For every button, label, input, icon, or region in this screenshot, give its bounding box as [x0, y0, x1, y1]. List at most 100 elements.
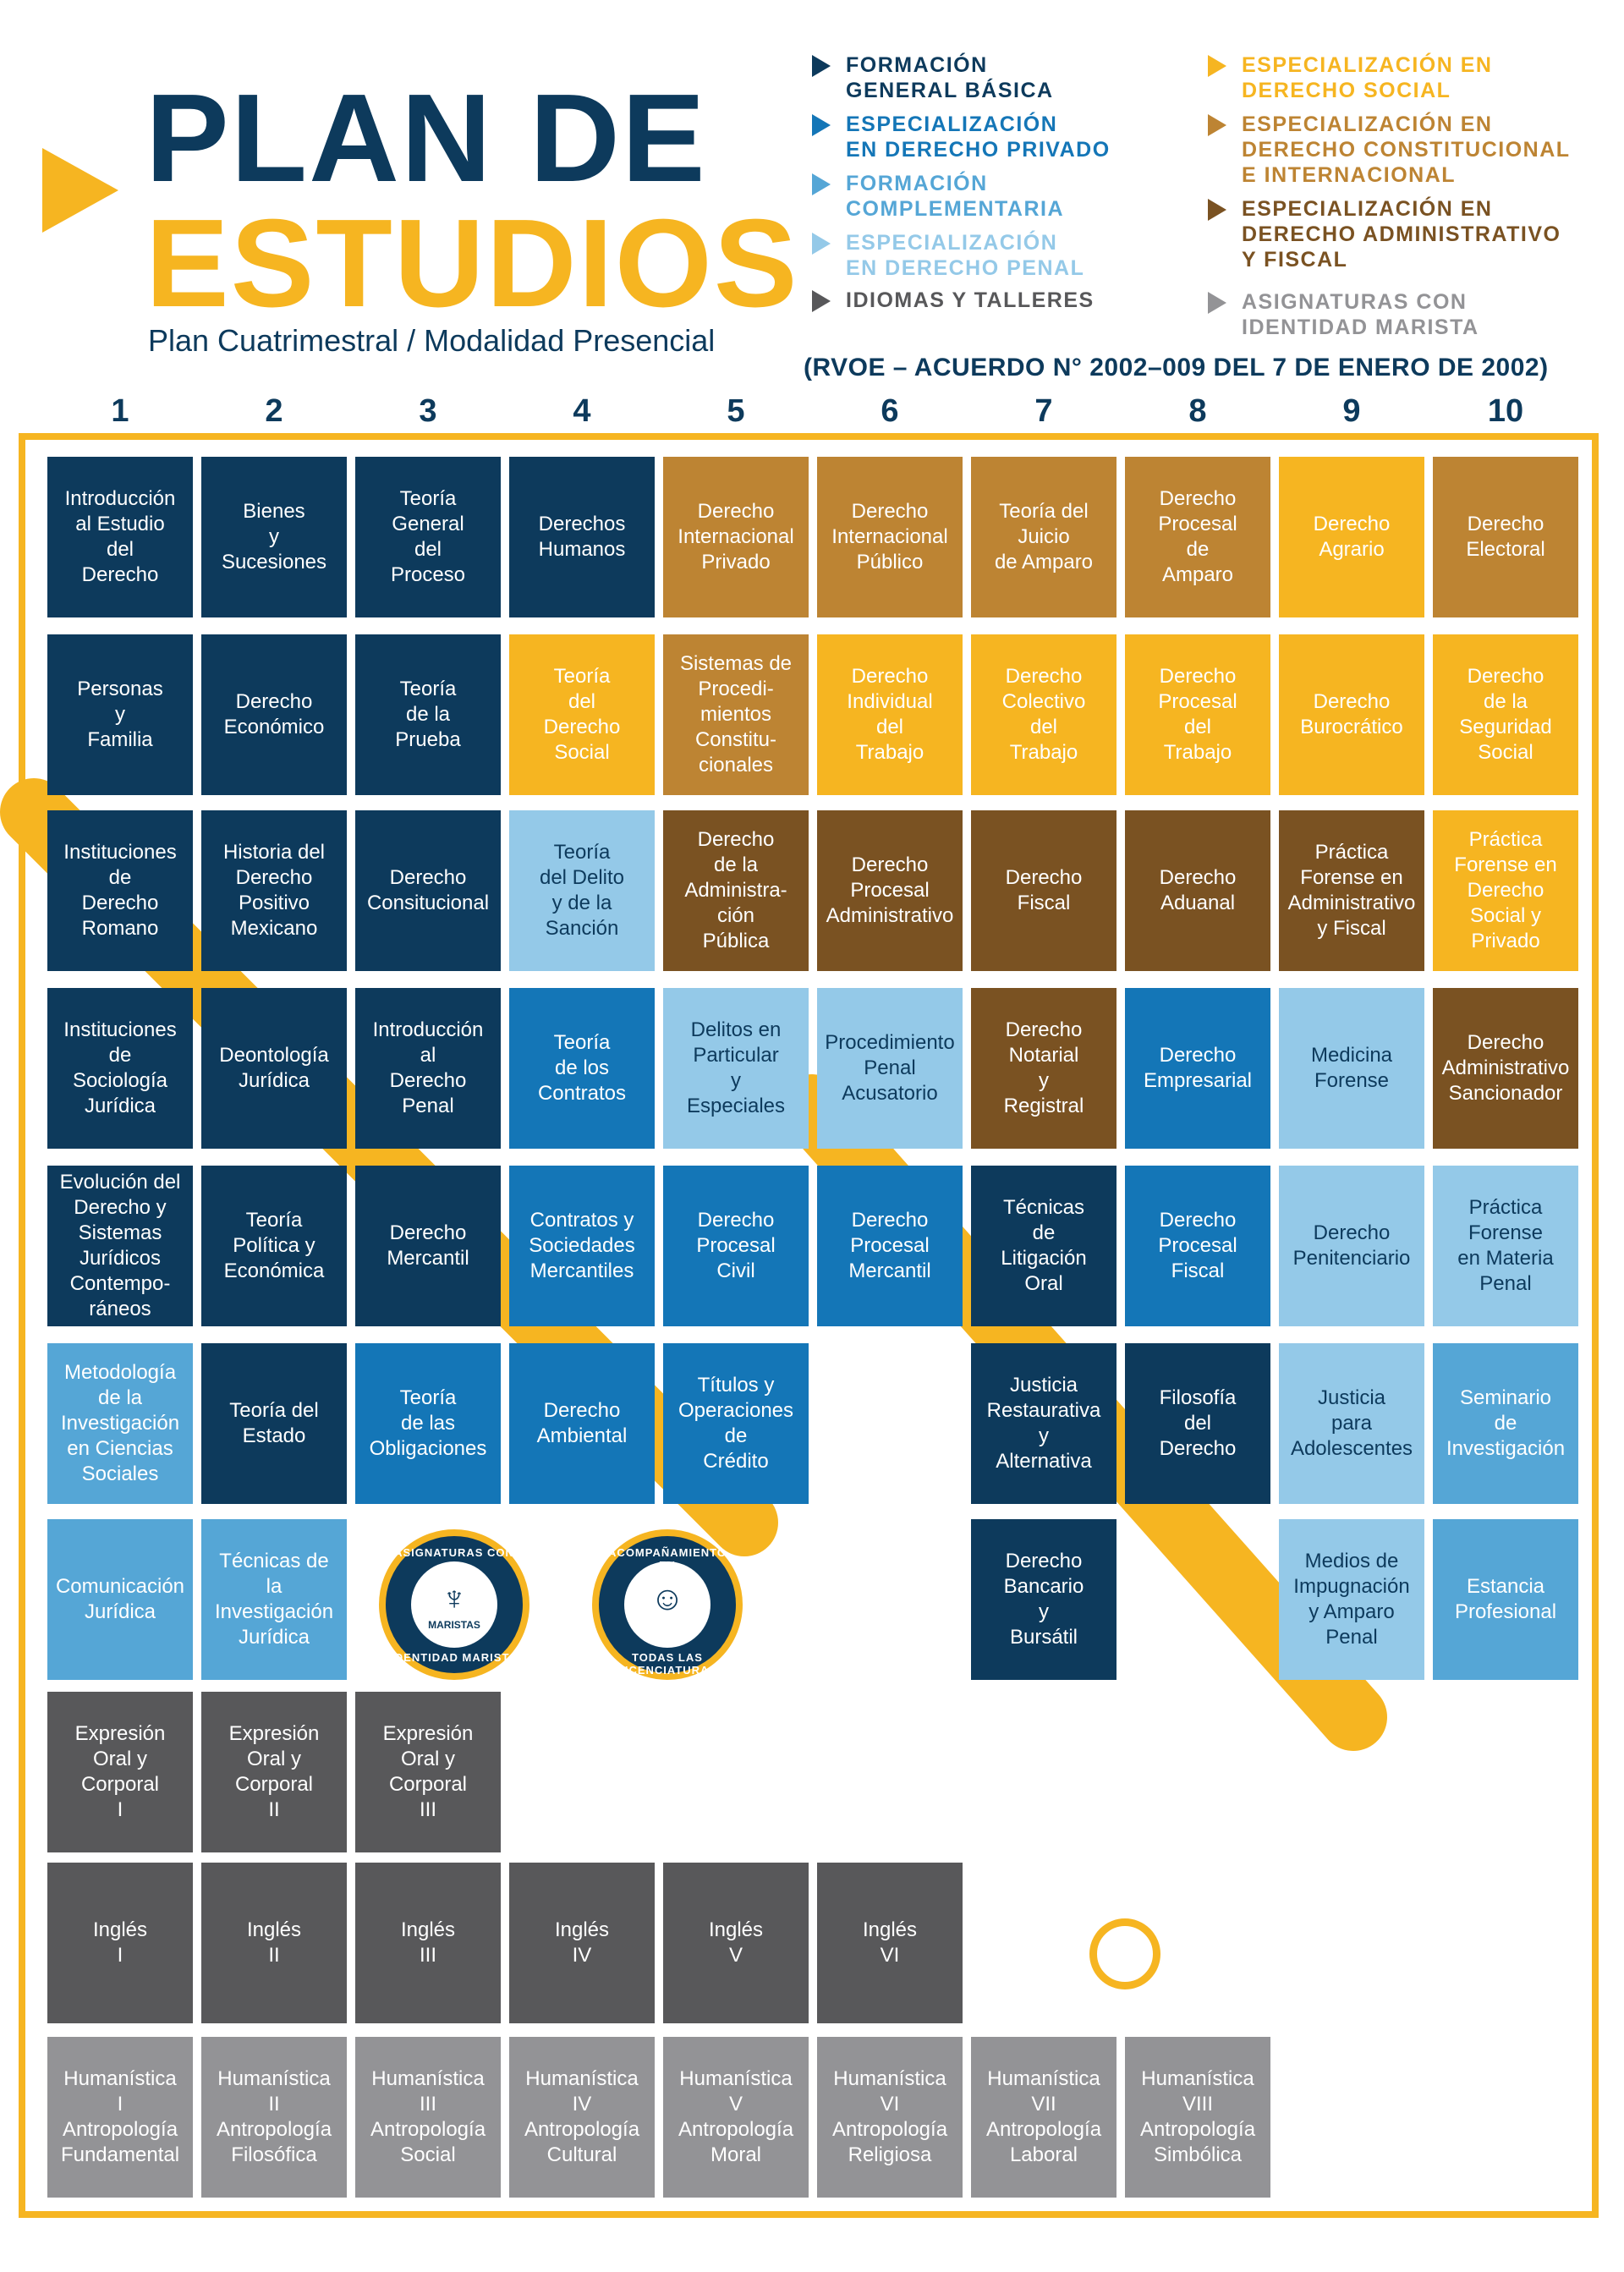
plan-frame: [19, 433, 1599, 2218]
course-cell: Justicia para Adolescentes: [1279, 1343, 1424, 1504]
legend-triangle-icon: [812, 290, 831, 312]
course-cell: Técnicas de Litigación Oral: [971, 1166, 1116, 1326]
course-cell: Teoría de las Obligaciones: [355, 1343, 501, 1504]
legend-label: FORMACIÓN COMPLEMENTARIA: [846, 172, 1065, 221]
course-cell: Derecho Consitucional: [355, 810, 501, 971]
course-cell: Historia del Derecho Positivo Mexicano: [201, 810, 347, 971]
course-cell: Derecho Procesal Mercantil: [817, 1166, 963, 1326]
badge-text-bottom: TODAS LAS LICENCIATURAS: [617, 1651, 718, 1677]
course-cell: Derecho Ambiental: [509, 1343, 655, 1504]
course-cell: Derecho Internacional Público: [817, 457, 963, 617]
legend-item: FORMACIÓN GENERAL BÁSICA: [812, 52, 1054, 103]
badge-text-bottom: IDENTIDAD MARISTA: [391, 1651, 518, 1664]
legend-triangle-icon: [812, 233, 831, 255]
course-cell: Títulos y Operaciones de Crédito: [663, 1343, 809, 1504]
badge-text-top: ASIGNATURAS CON: [394, 1546, 514, 1559]
course-cell: Metodología de la Investigación en Cienc…: [47, 1343, 193, 1504]
course-cell: Teoría del Estado: [201, 1343, 347, 1504]
course-cell: Teoría de la Prueba: [355, 634, 501, 795]
course-cell: Sistemas de Procedi- mientos Constitu- c…: [663, 634, 809, 795]
legend-item: ESPECIALIZACIÓN EN DERECHO CONSTITUCIONA…: [1208, 112, 1571, 188]
semester-number: 10: [1487, 393, 1524, 429]
page-title-line2: ESTUDIOS: [145, 194, 799, 333]
course-cell: Teoría General del Proceso: [355, 457, 501, 617]
course-cell: Humanística VII Antropología Laboral: [971, 2037, 1116, 2198]
course-cell: Personas y Familia: [47, 634, 193, 795]
title-arrow-icon: [42, 148, 118, 233]
page-title-line1: PLAN DE: [145, 69, 707, 208]
course-cell: Humanística IV Antropología Cultural: [509, 2037, 655, 2198]
course-cell: Inglés V: [663, 1863, 809, 2023]
legend-item: IDIOMAS Y TALLERES: [812, 288, 1095, 313]
course-cell: Evolución del Derecho y Sistemas Jurídic…: [47, 1166, 193, 1326]
legend-label: ESPECIALIZACIÓN EN DERECHO PENAL: [846, 231, 1085, 280]
legend-triangle-icon: [812, 173, 831, 195]
legend-label: ESPECIALIZACIÓN EN DERECHO PRIVADO: [846, 113, 1111, 162]
badge-brand: MARISTAS: [428, 1619, 480, 1631]
course-cell: Derecho Agrario: [1279, 457, 1424, 617]
marist-logo-icon: ♆: [442, 1580, 467, 1617]
course-cell: Derecho Colectivo del Trabajo: [971, 634, 1116, 795]
legend-label: ESPECIALIZACIÓN EN DERECHO CONSTITUCIONA…: [1242, 113, 1571, 187]
legend-triangle-icon: [1208, 114, 1226, 136]
course-cell: Derecho Procesal del Trabajo: [1125, 634, 1270, 795]
semester-number: 6: [881, 393, 899, 429]
badge-emblem: ☺: [624, 1561, 710, 1648]
course-cell: Técnicas de la Investigación Jurídica: [201, 1519, 347, 1680]
course-cell: Teoría del Derecho Social: [509, 634, 655, 795]
semester-number: 2: [265, 393, 283, 429]
semester-number: 9: [1342, 393, 1361, 429]
legend-label: ASIGNATURAS CON IDENTIDAD MARISTA: [1242, 290, 1479, 339]
course-cell: Teoría del Delito y de la Sanción: [509, 810, 655, 971]
course-cell: Derecho Empresarial: [1125, 988, 1270, 1149]
course-cell: Derecho Aduanal: [1125, 810, 1270, 971]
course-cell: Humanística III Antropología Social: [355, 2037, 501, 2198]
course-cell: Teoría Política y Económica: [201, 1166, 347, 1326]
course-cell: Derecho Electoral: [1433, 457, 1578, 617]
legend-label: IDIOMAS Y TALLERES: [846, 288, 1095, 312]
legend-label: ESPECIALIZACIÓN EN DERECHO SOCIAL: [1242, 53, 1493, 102]
mascot-icon: ☺: [650, 1580, 685, 1617]
course-cell: Derecho Notarial y Registral: [971, 988, 1116, 1149]
legend-triangle-icon: [1208, 292, 1226, 314]
legend-triangle-icon: [1208, 55, 1226, 77]
legend-item: ESPECIALIZACIÓN EN DERECHO PRIVADO: [812, 112, 1111, 162]
course-cell: Inglés III: [355, 1863, 501, 2023]
legend-triangle-icon: [812, 114, 831, 136]
course-cell: Contratos y Sociedades Mercantiles: [509, 1166, 655, 1326]
course-cell: Medicina Forense: [1279, 988, 1424, 1149]
course-cell: Expresión Oral y Corporal I: [47, 1692, 193, 1852]
course-cell: Estancia Profesional: [1433, 1519, 1578, 1680]
course-cell: Derecho Penitenciario: [1279, 1166, 1424, 1326]
course-cell: Derechos Humanos: [509, 457, 655, 617]
course-cell: Derecho Individual del Trabajo: [817, 634, 963, 795]
legend-item: ESPECIALIZACIÓN EN DERECHO ADMINISTRATIV…: [1208, 196, 1561, 272]
legend-label: FORMACIÓN GENERAL BÁSICA: [846, 53, 1054, 102]
course-cell: Inglés I: [47, 1863, 193, 2023]
course-cell: Expresión Oral y Corporal II: [201, 1692, 347, 1852]
legend-item: FORMACIÓN COMPLEMENTARIA: [812, 171, 1064, 222]
course-cell: Introducción al Estudio del Derecho: [47, 457, 193, 617]
course-cell: Derecho Procesal Administrativo: [817, 810, 963, 971]
course-cell: Humanística II Antropología Filosófica: [201, 2037, 347, 2198]
semester-number: 5: [727, 393, 745, 429]
course-cell: Expresión Oral y Corporal III: [355, 1692, 501, 1852]
course-cell: Humanística VI Antropología Religiosa: [817, 2037, 963, 2198]
course-cell: Bienes y Sucesiones: [201, 457, 347, 617]
course-cell: Justicia Restaurativa y Alternativa: [971, 1343, 1116, 1504]
course-cell: Instituciones de Sociología Jurídica: [47, 988, 193, 1149]
page-subtitle: Plan Cuatrimestral / Modalidad Presencia…: [148, 323, 716, 358]
course-cell: Derecho Mercantil: [355, 1166, 501, 1326]
course-cell: Derecho Internacional Privado: [663, 457, 809, 617]
course-cell: Derecho Burocrático: [1279, 634, 1424, 795]
course-cell: Deontología Jurídica: [201, 988, 347, 1149]
course-cell: Humanística I Antropología Fundamental: [47, 2037, 193, 2198]
course-cell: Inglés VI: [817, 1863, 963, 2023]
course-cell: Inglés II: [201, 1863, 347, 2023]
course-cell: Teoría de los Contratos: [509, 988, 655, 1149]
legend-item: ESPECIALIZACIÓN EN DERECHO PENAL: [812, 230, 1084, 281]
legend-item: ASIGNATURAS CON IDENTIDAD MARISTA: [1208, 289, 1479, 340]
acompanamiento-badge: ACOMPAÑAMIENTO EN☺TODAS LAS LICENCIATURA…: [592, 1529, 743, 1680]
course-cell: Derecho Procesal Fiscal: [1125, 1166, 1270, 1326]
course-cell: Inglés IV: [509, 1863, 655, 2023]
